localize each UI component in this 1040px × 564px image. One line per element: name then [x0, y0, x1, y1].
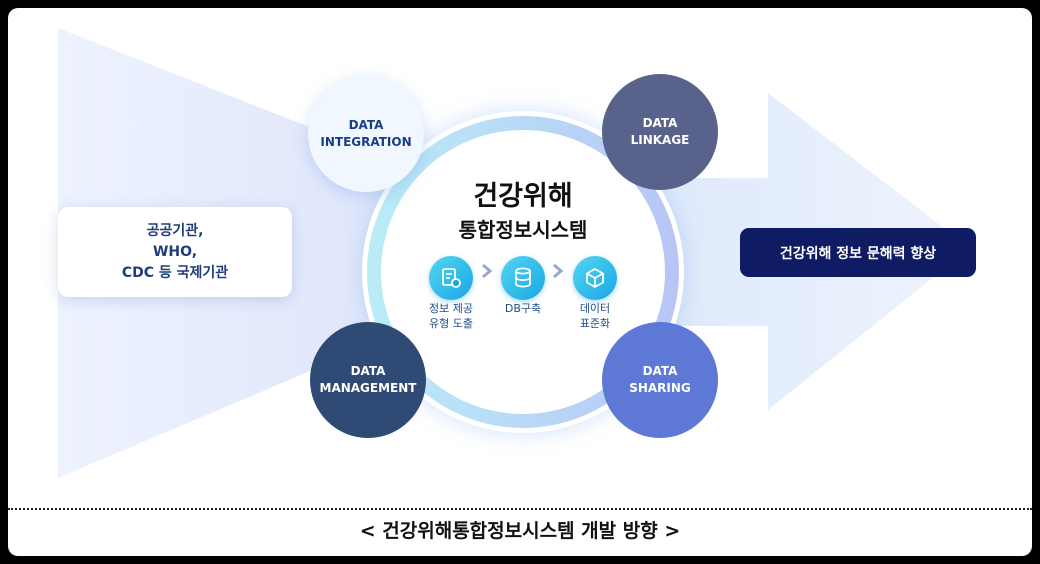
diagram-frame: 공공기관, WHO, CDC 등 국제기관 건강위해 정보 문해력 향상 건강위…	[8, 8, 1032, 556]
source-line-1: 공공기관,	[146, 222, 204, 239]
caption-divider	[8, 508, 1032, 512]
cube-icon	[573, 256, 617, 300]
center-subtitle: 통합정보시스템	[458, 218, 588, 242]
step-label-1: 정보 제공 유형 도출	[429, 302, 473, 330]
source-line-2: WHO,	[152, 243, 198, 260]
source-line-3: CDC 등 국제기관	[121, 264, 229, 281]
result-label: 건강위해 정보 문해력 향상	[779, 245, 937, 262]
node-data-integration: DATA INTEGRATION	[308, 76, 424, 192]
database-icon	[501, 256, 545, 300]
source-organizations-box: 공공기관, WHO, CDC 등 국제기관	[58, 207, 292, 297]
result-box: 건강위해 정보 문해력 향상	[740, 228, 976, 277]
chevron-right-icon	[482, 263, 493, 279]
document-gear-icon	[429, 256, 473, 300]
figure-caption: < 건강위해통합정보시스템 개발 방향 >	[359, 520, 681, 542]
step-label-3: 데이터 표준화	[579, 302, 611, 330]
node-data-linkage: DATA LINKAGE	[602, 74, 718, 190]
chevron-right-icon	[553, 263, 564, 279]
node-data-management: DATA MANAGEMENT	[310, 322, 426, 438]
step-label-2: DB구축	[504, 302, 542, 315]
center-title: 건강위해	[473, 181, 573, 212]
node-data-sharing: DATA SHARING	[602, 322, 718, 438]
ring-gradient	[367, 116, 679, 428]
